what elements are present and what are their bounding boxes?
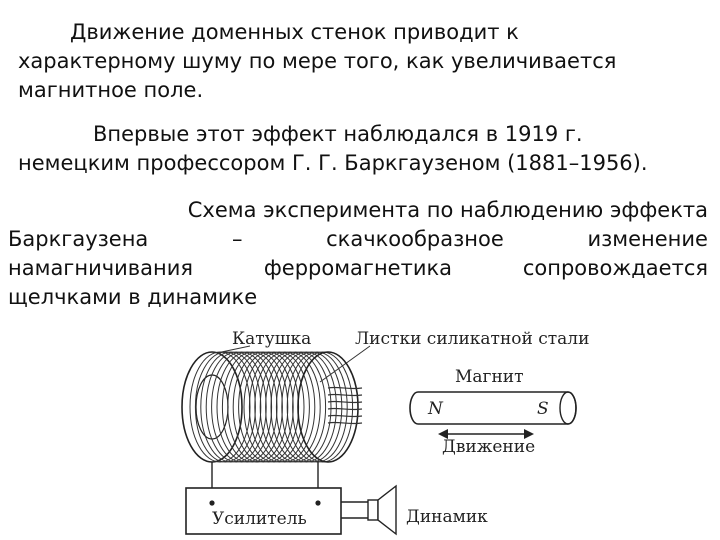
steel-sheets-label: Листки силикатной стали — [355, 329, 589, 349]
amplifier: Усилитель — [185, 487, 342, 535]
word: изменение — [587, 227, 708, 251]
terminal — [209, 500, 215, 506]
text-line: щелчками в динамике — [8, 285, 258, 309]
magnet-pole-s: S — [537, 399, 549, 419]
text-line: немецким профессором Г. Г. Баркгаузеном … — [18, 151, 648, 175]
coil-turn — [232, 351, 294, 463]
speaker-label: Динамик — [406, 507, 488, 527]
steel-sheet — [327, 400, 363, 404]
coil-label: Катушка — [232, 329, 311, 349]
coil-turn — [254, 351, 316, 463]
amplifier-box — [185, 487, 342, 535]
steel-sheet — [327, 393, 363, 397]
speaker-cone — [377, 484, 397, 536]
steel-sheets — [327, 386, 363, 425]
text-line-justified: намагничивания ферромагнетика сопровожда… — [8, 254, 708, 283]
text-line: Схема эксперимента по наблюдению эффекта — [187, 198, 708, 222]
text-line: Движение доменных стенок приводит к — [70, 20, 519, 44]
sheets-leader-line — [319, 345, 371, 383]
coil-turn — [275, 351, 337, 463]
paragraph-experiment-scheme: Схема эксперимента по наблюдению эффекта… — [8, 196, 708, 312]
magnet-end — [559, 391, 577, 425]
motion-arrow-head-right — [524, 429, 534, 439]
coil-turn — [194, 351, 256, 463]
word: ферромагнетика — [263, 256, 453, 280]
word: сопровождается — [522, 256, 708, 280]
steel-sheet — [327, 421, 363, 425]
motion-label: Движение — [442, 437, 535, 457]
paragraph-domain-walls: Движение доменных стенок приводит к хара… — [18, 18, 708, 105]
text-line: магнитное поле. — [18, 78, 204, 102]
steel-sheet — [327, 386, 363, 390]
magnet-pole-n: N — [427, 399, 444, 419]
word: – — [231, 227, 243, 251]
coil-right-end — [297, 351, 359, 463]
speaker-magnet — [367, 499, 379, 521]
coil-turn — [286, 351, 348, 463]
coil-turn — [281, 351, 343, 463]
coil-turn — [221, 351, 283, 463]
speaker: Динамик — [341, 484, 488, 536]
steel-sheet — [327, 414, 363, 418]
coil-turn — [189, 351, 251, 463]
coil-turn — [243, 351, 305, 463]
coil-turn — [211, 351, 273, 463]
coil-turns — [189, 351, 354, 463]
amplifier-label: Усилитель — [212, 509, 307, 529]
text-line: характерному шуму по мере того, как увел… — [18, 49, 617, 73]
text-line: Впервые этот эффект наблюдался в 1919 г. — [93, 122, 583, 146]
coil — [181, 351, 363, 463]
coil-turn — [270, 351, 332, 463]
paragraph-first-observed: Впервые этот эффект наблюдался в 1919 г.… — [18, 120, 708, 178]
barkhausen-experiment-diagram: Катушка Листки силикатной стали Магнит N… — [181, 329, 589, 536]
coil-turn — [200, 351, 262, 463]
word: скачкообразное — [326, 227, 504, 251]
terminal — [315, 500, 321, 506]
word: Баркгаузена — [8, 227, 149, 251]
text-line-justified: Баркгаузена – скачкообразное изменение — [8, 225, 708, 254]
coil-turn — [248, 351, 310, 463]
coil-turn — [227, 351, 289, 463]
coil-turn — [216, 351, 278, 463]
coil-turn — [265, 351, 327, 463]
coil-turn — [205, 351, 267, 463]
word: намагничивания — [8, 256, 194, 280]
magnet-label: Магнит — [455, 367, 524, 387]
motion-arrow-head-left — [438, 429, 448, 439]
magnet: Магнит N S Движение — [409, 367, 577, 457]
steel-sheet — [327, 407, 363, 411]
coil-turn — [259, 351, 321, 463]
